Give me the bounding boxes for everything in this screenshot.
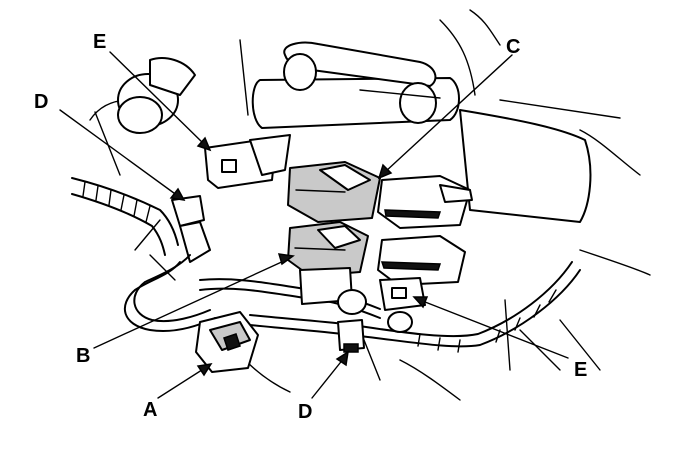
leader-lines [59,51,569,399]
callout-d-top: D [34,91,48,113]
callout-b: B [76,345,90,367]
left-harness-cable [71,177,179,256]
callout-c: C [506,36,520,58]
bracket-right [379,277,426,311]
connector-b [287,221,369,277]
connector-c [287,161,381,223]
connector-right-lower [377,235,466,286]
harness-clamp-upper [171,195,211,263]
callout-d-bottom: D [298,401,312,423]
connector-right-upper [377,175,473,229]
upper-left-bolt [117,57,196,134]
connector-a [195,311,259,373]
bracket-upper [204,134,291,189]
harness-clamp-lower [337,319,365,353]
callout-a: A [143,399,157,421]
upper-cylinder-assembly [251,41,592,223]
callout-e-right: E [574,359,587,381]
center-support [299,267,413,333]
engine-background-outline [89,9,651,401]
callout-e-top: E [93,31,106,53]
